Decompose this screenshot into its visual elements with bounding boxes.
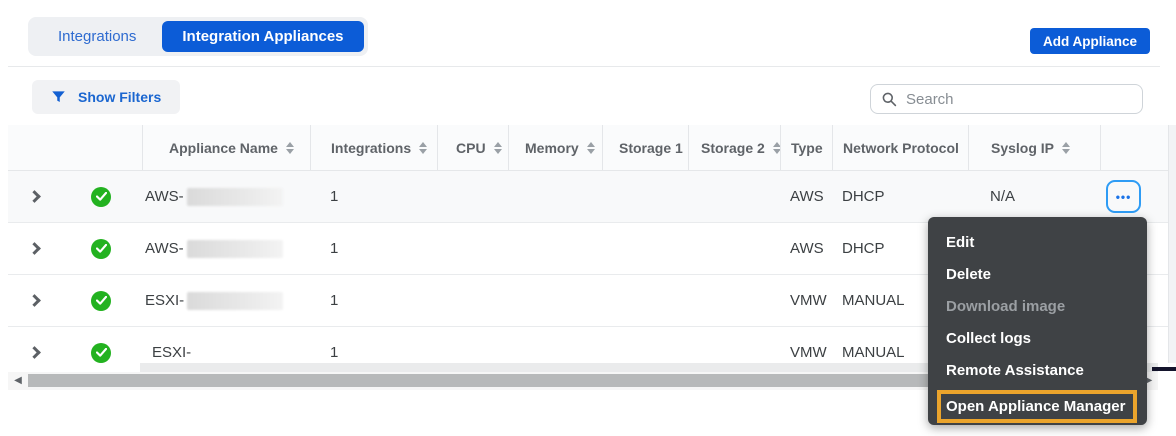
- sort-icon[interactable]: [419, 141, 428, 154]
- storage2-value: [688, 171, 780, 222]
- sort-icon[interactable]: [1062, 141, 1071, 154]
- status-ok-icon: [91, 342, 111, 363]
- tab-integration-appliances[interactable]: Integration Appliances: [162, 21, 364, 52]
- redacted-text: [186, 239, 283, 258]
- row-actions-button[interactable]: •••: [1106, 180, 1141, 213]
- expand-chevron-icon[interactable]: [27, 242, 41, 255]
- column-header-type[interactable]: Type: [780, 125, 832, 170]
- column-header-memory[interactable]: Memory: [508, 125, 602, 170]
- type-value: VMW: [790, 292, 827, 309]
- column-header-network-protocol[interactable]: Network Protocol: [832, 125, 968, 170]
- type-value: VMW: [790, 344, 827, 361]
- column-label: Integrations: [331, 139, 412, 156]
- sort-icon[interactable]: [285, 141, 294, 154]
- row-actions-context-menu: Edit Delete Download image Collect logs …: [928, 217, 1147, 425]
- column-header-storage2[interactable]: Storage 2: [688, 125, 780, 170]
- menu-item-delete[interactable]: Delete: [946, 266, 992, 283]
- column-label: Memory: [525, 139, 579, 156]
- header-expander-column: [8, 125, 60, 170]
- memory-value: [508, 275, 602, 326]
- menu-item-download-image: Download image: [946, 298, 1066, 315]
- column-header-storage1[interactable]: Storage 1: [602, 125, 688, 170]
- column-label: Storage 2: [701, 139, 765, 156]
- show-filters-button[interactable]: Show Filters: [32, 80, 181, 114]
- column-label: Type: [791, 139, 823, 156]
- network-protocol-value: DHCP: [842, 188, 885, 205]
- column-header-integrations[interactable]: Integrations: [310, 125, 437, 170]
- column-label: Storage 1: [619, 139, 683, 156]
- integrations-count: 1: [330, 344, 339, 361]
- expand-chevron-icon[interactable]: [27, 190, 41, 203]
- integrations-count: 1: [330, 292, 339, 309]
- memory-value: [508, 223, 602, 274]
- storage1-value: [602, 223, 688, 274]
- column-header-appliance-name[interactable]: Appliance Name: [142, 125, 310, 170]
- memory-value: [508, 327, 602, 363]
- column-label: Network Protocol: [843, 139, 959, 156]
- appliance-name: AWS-: [145, 240, 184, 257]
- storage2-value: [688, 275, 780, 326]
- right-edge-strip: [1168, 125, 1176, 363]
- sort-icon[interactable]: [586, 141, 595, 154]
- integrations-count: 1: [330, 188, 339, 205]
- storage2-value: [688, 327, 780, 363]
- search-icon: [881, 91, 897, 107]
- storage1-value: [602, 171, 688, 222]
- type-value: AWS: [790, 240, 824, 257]
- memory-value: [508, 171, 602, 222]
- integrations-count: 1: [330, 240, 339, 257]
- menu-item-remote-assistance[interactable]: Remote Assistance: [946, 362, 1084, 379]
- add-appliance-button[interactable]: Add Appliance: [1030, 28, 1151, 54]
- column-label: Syslog IP: [991, 139, 1055, 156]
- sort-icon[interactable]: [772, 141, 780, 154]
- cpu-value: [437, 327, 508, 363]
- filter-funnel-icon: [51, 89, 66, 105]
- cpu-value: [437, 171, 508, 222]
- storage1-value: [602, 327, 688, 363]
- header-actions-column: [1100, 125, 1168, 170]
- appliance-name: ESXI-: [152, 344, 192, 361]
- status-ok-icon: [91, 290, 111, 311]
- search-input[interactable]: [906, 90, 1132, 108]
- column-label: Appliance Name: [169, 139, 278, 156]
- cpu-value: [437, 275, 508, 326]
- scroll-left-arrow-icon[interactable]: ◀: [14, 375, 22, 386]
- redacted-text: [187, 291, 284, 310]
- column-label: CPU: [456, 139, 486, 156]
- appliance-name: AWS-: [145, 188, 184, 205]
- cpu-value: [437, 223, 508, 274]
- column-header-cpu[interactable]: CPU: [437, 125, 508, 170]
- syslog-ip-value: N/A: [990, 188, 1016, 205]
- section-divider: [8, 66, 1160, 67]
- header-status-column: [60, 125, 142, 170]
- show-filters-label: Show Filters: [78, 89, 162, 105]
- annotation-dark-line: [1152, 367, 1176, 371]
- type-value: AWS: [790, 188, 824, 205]
- network-protocol-value: MANUAL: [842, 344, 905, 361]
- table-row[interactable]: AWS- 1 AWS DHCP N/A •••: [8, 171, 1168, 223]
- horizontal-scrollbar-thumb[interactable]: [28, 374, 1138, 387]
- network-protocol-value: DHCP: [842, 240, 885, 257]
- expand-chevron-icon[interactable]: [27, 346, 41, 359]
- tab-integrations[interactable]: Integrations: [58, 28, 137, 45]
- status-ok-icon: [91, 186, 111, 207]
- appliance-name: ESXI-: [145, 292, 185, 309]
- search-box: [870, 84, 1143, 114]
- sort-icon[interactable]: [493, 141, 502, 154]
- network-protocol-value: MANUAL: [842, 292, 905, 309]
- menu-item-collect-logs[interactable]: Collect logs: [946, 330, 1032, 347]
- menu-item-edit[interactable]: Edit: [946, 234, 975, 251]
- expand-chevron-icon[interactable]: [27, 294, 41, 307]
- redacted-text: [186, 187, 283, 206]
- storage1-value: [602, 275, 688, 326]
- table-bottom-band: [140, 363, 1158, 372]
- status-ok-icon: [91, 238, 111, 259]
- menu-item-open-appliance-manager[interactable]: Open Appliance Manager: [937, 390, 1137, 423]
- table-header-row: Appliance Name Integrations CPU Memory S…: [8, 125, 1168, 171]
- tab-group: Integrations Integration Appliances: [28, 17, 368, 56]
- storage2-value: [688, 223, 780, 274]
- column-header-syslog-ip[interactable]: Syslog IP: [968, 125, 1100, 170]
